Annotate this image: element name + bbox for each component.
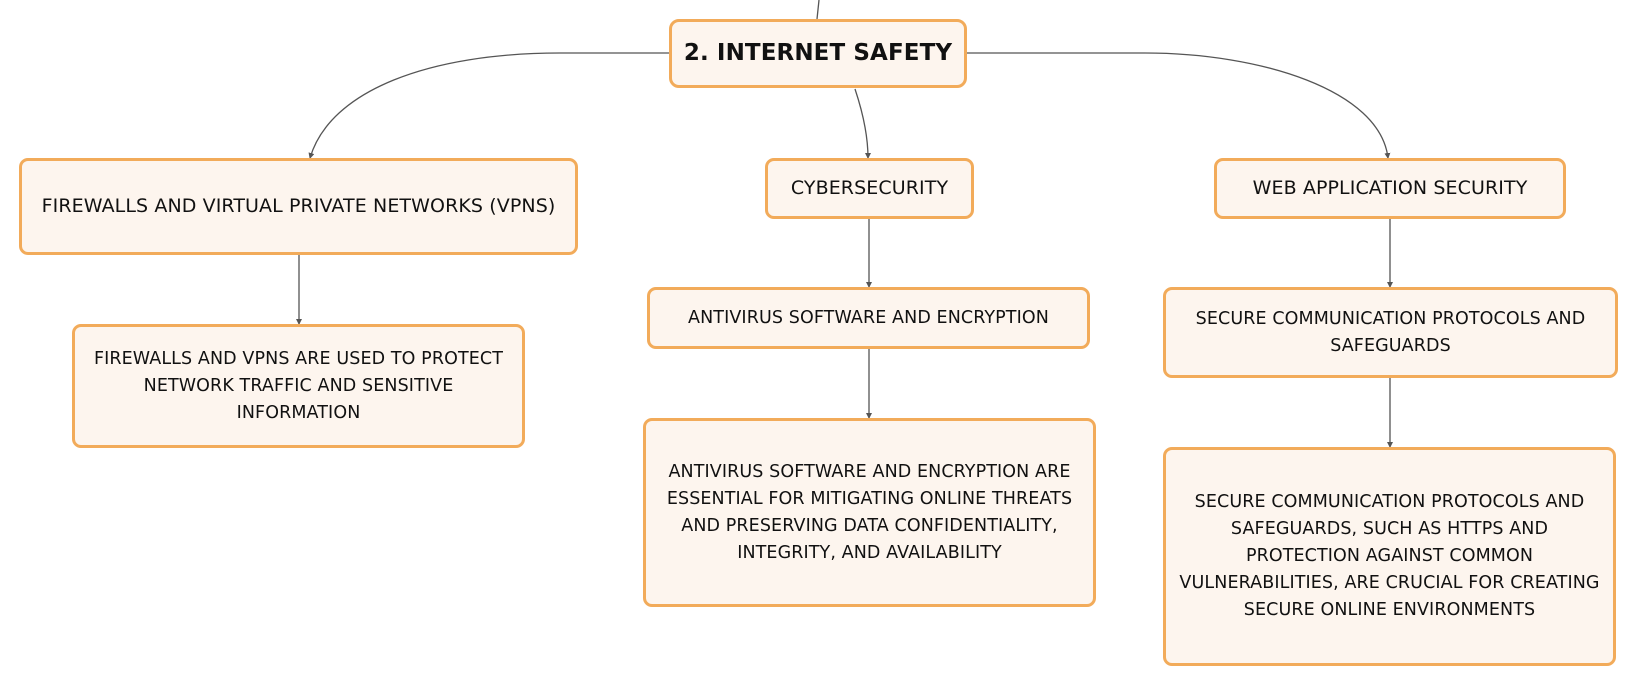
- connector-root-to-web-application-security: [967, 52, 1391, 159]
- node-firewalls-detail-label: FIREWALLS AND VPNS ARE USED TO PROTECT N…: [93, 348, 504, 423]
- node-antivirus-and-encryption-label: ANTIVIRUS SOFTWARE AND ENCRYPTION: [688, 307, 1049, 328]
- root-node-label: 2. INTERNET SAFETY: [683, 40, 953, 66]
- node-antivirus-detail[interactable]: ANTIVIRUS SOFTWARE AND ENCRYPTION ARE ES…: [643, 418, 1096, 607]
- node-secure-protocols-detail[interactable]: SECURE COMMUNICATION PROTOCOLS AND SAFEG…: [1163, 447, 1616, 666]
- node-secure-protocols-detail-label: SECURE COMMUNICATION PROTOCOLS AND SAFEG…: [1179, 492, 1600, 620]
- node-secure-protocols[interactable]: SECURE COMMUNICATION PROTOCOLS AND SAFEG…: [1163, 287, 1618, 378]
- node-secure-protocols-label: SECURE COMMUNICATION PROTOCOLS AND SAFEG…: [1195, 308, 1586, 356]
- node-cybersecurity[interactable]: CYBERSECURITY: [765, 158, 974, 219]
- node-firewalls-and-vpns[interactable]: FIREWALLS AND VIRTUAL PRIVATE NETWORKS (…: [19, 158, 578, 255]
- node-cybersecurity-label: CYBERSECURITY: [790, 177, 949, 199]
- node-firewalls-detail[interactable]: FIREWALLS AND VPNS ARE USED TO PROTECT N…: [72, 324, 525, 448]
- node-firewalls-and-vpns-label: FIREWALLS AND VIRTUAL PRIVATE NETWORKS (…: [41, 195, 556, 217]
- connector-root-to-firewalls: [308, 52, 669, 159]
- node-web-application-security-label: WEB APPLICATION SECURITY: [1252, 177, 1528, 199]
- node-antivirus-detail-label: ANTIVIRUS SOFTWARE AND ENCRYPTION ARE ES…: [666, 461, 1073, 563]
- root-node[interactable]: 2. INTERNET SAFETY: [669, 19, 967, 88]
- connector-root-to-cybersecurity: [854, 88, 871, 159]
- connector-parent-to-root: [816, 0, 820, 20]
- node-antivirus-and-encryption[interactable]: ANTIVIRUS SOFTWARE AND ENCRYPTION: [647, 287, 1090, 349]
- node-web-application-security[interactable]: WEB APPLICATION SECURITY: [1214, 158, 1566, 219]
